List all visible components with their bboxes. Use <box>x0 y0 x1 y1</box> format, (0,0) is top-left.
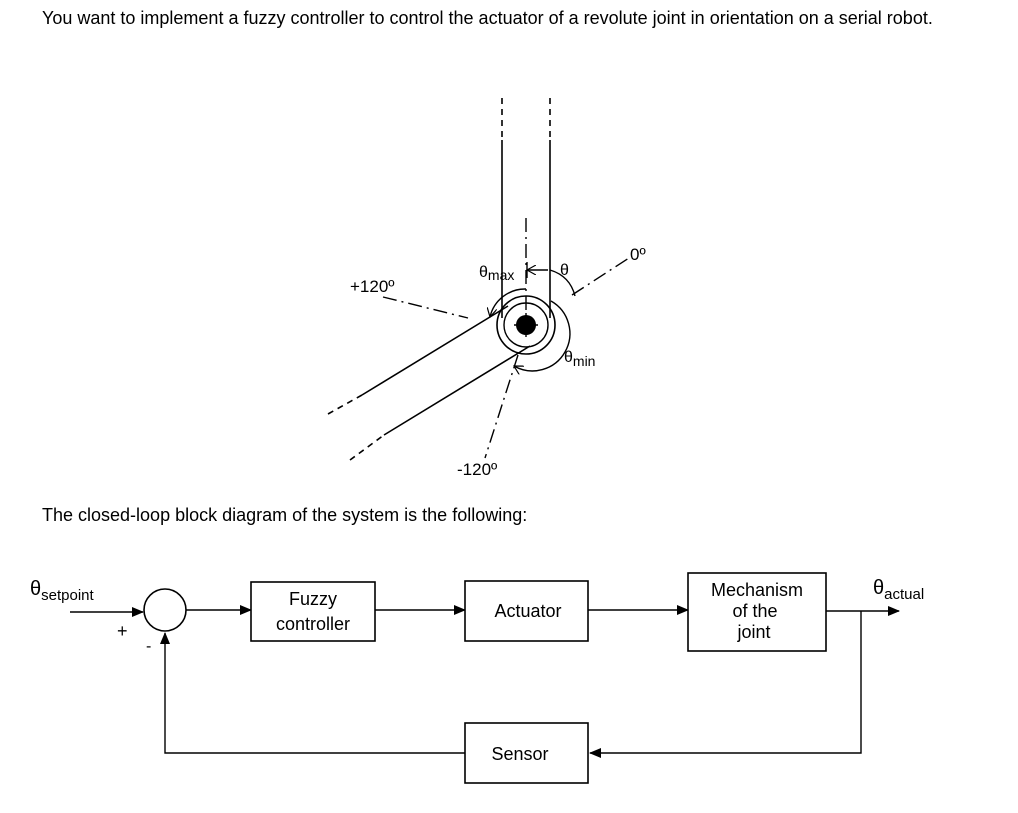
block-diagram: θsetpoint + - Fuzzy controller Actuator … <box>30 572 924 784</box>
actuator-block <box>464 580 589 642</box>
label-theta-max: θmax <box>479 264 514 283</box>
rotated-link-upper-edge <box>361 305 509 396</box>
label-minus120: -120º <box>457 460 497 479</box>
output-label: θactual <box>873 577 924 603</box>
input-subscript: setpoint <box>41 587 94 604</box>
fuzzy-controller-line1: Fuzzy <box>289 589 337 609</box>
theta-max-symbol: θ <box>479 264 488 281</box>
actuator-label: Actuator <box>494 601 561 621</box>
intro-text: You want to implement a fuzzy controller… <box>42 8 933 28</box>
sensor-label: Sensor <box>491 744 548 764</box>
rotated-link-lower-dashed <box>349 434 385 461</box>
joint-outer-ring <box>496 295 556 355</box>
mechanism-line1: Mechanism <box>711 580 803 600</box>
input-label: θsetpoint <box>30 578 94 604</box>
mechanism-line2: of the <box>732 601 777 621</box>
label-plus120: +120º <box>350 277 395 296</box>
input-theta: θ <box>30 578 41 600</box>
plus-sign: + <box>117 621 128 641</box>
theta-max-arc <box>490 288 527 317</box>
output-subscript: actual <box>884 586 924 603</box>
theta-arc <box>549 269 576 297</box>
mechanism-block <box>687 572 827 652</box>
theta-min-subscript: min <box>573 353 596 369</box>
fuzzy-controller-line2: controller <box>276 614 350 634</box>
zero-degree-reference-line <box>571 255 633 296</box>
summing-junction <box>143 588 187 632</box>
feedback-path-to-sensor <box>589 611 862 758</box>
output-theta: θ <box>873 577 884 599</box>
minus-sign: - <box>146 638 151 655</box>
label-theta: θ <box>560 262 569 279</box>
feedback-path-to-junction <box>160 632 465 754</box>
mechanism-line3: joint <box>736 622 770 642</box>
minus120-reference-line <box>484 354 519 459</box>
fuzzy-controller-block <box>250 581 376 642</box>
rotated-link-upper-dashed <box>327 394 363 415</box>
plus120-reference-line <box>382 296 469 319</box>
theta-min-symbol: θ <box>564 349 573 366</box>
label-theta-min: θmin <box>564 349 595 369</box>
theta-max-subscript: max <box>488 267 514 283</box>
label-zero-degrees: 0º <box>630 245 646 264</box>
theta-min-arc <box>514 300 571 371</box>
joint-inner-ring <box>503 302 549 348</box>
closed-loop-text: The closed-loop block diagram of the sys… <box>42 505 528 525</box>
rotated-link-lower-edge <box>383 345 531 436</box>
joint-figure: +120º -120º 0º θ θmax θmin <box>327 98 646 479</box>
